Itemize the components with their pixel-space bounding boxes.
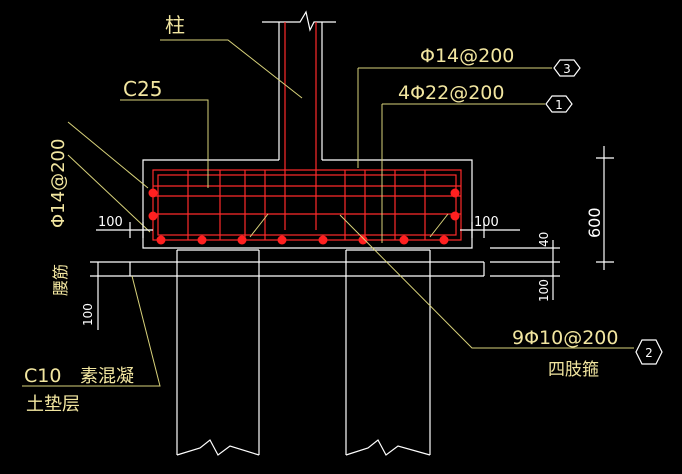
pile-left (176, 249, 260, 456)
dim-right-100: 100 (474, 215, 499, 230)
waist-bar-label: 腰筋 (51, 264, 70, 296)
marker-1: 1 (545, 95, 573, 113)
marker-2-label: 2 (645, 346, 653, 360)
dimension-lines (90, 146, 614, 330)
column-label: 柱 (165, 13, 185, 37)
rebar-dot (197, 235, 207, 245)
rebar-dot (148, 188, 158, 198)
rebar-dot (318, 235, 328, 245)
rebar-dots (148, 188, 460, 245)
rebar-dot (277, 235, 287, 245)
dim-cushion-100-left: 100 (81, 303, 95, 326)
marker-1-label: 1 (555, 98, 563, 112)
rebar-dot (237, 235, 247, 245)
main-rebar-label: 4Φ22@200 (398, 82, 505, 104)
rebar-cage (152, 169, 462, 241)
side-rebar-label: Φ14@200 (48, 139, 69, 228)
marker-2: 2 (635, 339, 663, 365)
rebar-dot (450, 188, 460, 198)
cushion-grade-label: C10 (24, 365, 61, 387)
leader-lines (22, 39, 634, 387)
dim-cushion-100-right: 100 (537, 279, 551, 302)
rebar-dot (358, 235, 368, 245)
column (262, 10, 336, 230)
pile-right (345, 249, 431, 456)
stirrup-label: 9Φ10@200 (512, 327, 619, 349)
top-rebar-label: Φ14@200 (420, 45, 514, 67)
stirrup-type-label: 四肢箍 (548, 360, 599, 380)
rebar-dot (439, 235, 449, 245)
cushion-text-2: 土垫层 (26, 394, 80, 415)
rebar-dot (450, 211, 460, 221)
rebar-dot (399, 235, 409, 245)
marker-3: 3 (553, 59, 581, 77)
dim-height-600: 600 (585, 207, 604, 238)
marker-3-label: 3 (563, 62, 571, 76)
dim-left-100: 100 (98, 215, 123, 230)
concrete-grade-label: C25 (123, 77, 162, 101)
rebar-dot (148, 211, 158, 221)
cushion-text-1: 素混凝 (80, 366, 134, 387)
pile-cap-outline (129, 159, 485, 277)
dim-cover-40: 40 (537, 232, 551, 247)
rebar-dot (156, 235, 166, 245)
